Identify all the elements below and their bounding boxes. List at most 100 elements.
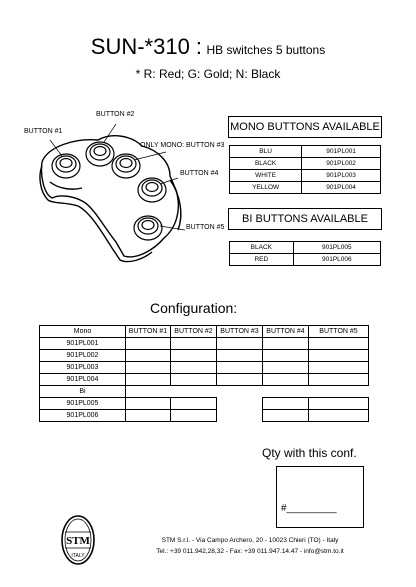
empty-cell <box>171 386 217 398</box>
config-cell[interactable] <box>125 361 171 374</box>
config-cell[interactable] <box>170 373 217 386</box>
mono-color: BLU <box>228 145 303 158</box>
bi-code: 901PL006 <box>292 253 382 266</box>
qty-box[interactable]: #_________ <box>276 466 364 528</box>
config-cell[interactable] <box>216 337 263 350</box>
config-cell[interactable] <box>308 397 369 410</box>
switch-diagram <box>39 123 186 263</box>
mono-available-title: MONO BUTTONS AVAILABLE <box>228 116 382 138</box>
qty-title: Qty with this conf. <box>262 446 357 460</box>
empty-cell <box>126 386 171 398</box>
table-row: 901PL003 <box>39 361 369 374</box>
table-row: 901PL006 <box>39 409 369 422</box>
table-row: 901PL005 <box>39 397 369 410</box>
config-cell[interactable] <box>216 349 263 362</box>
empty-cell <box>217 386 263 398</box>
config-cell[interactable] <box>216 373 263 386</box>
model-name: SUN-*310 : <box>90 34 203 59</box>
config-cell[interactable] <box>262 349 309 362</box>
body-side <box>169 179 182 231</box>
empty-cell <box>217 398 263 410</box>
column-header: BUTTON #1 <box>125 325 171 338</box>
mono-color: YELLOW <box>228 181 303 194</box>
callout-line-4 <box>159 177 179 185</box>
callout-line-1 <box>49 139 63 157</box>
mono-color: WHITE <box>228 169 303 182</box>
config-cell[interactable] <box>216 361 263 374</box>
config-cell[interactable] <box>308 337 369 350</box>
row-code: 901PL005 <box>39 397 126 410</box>
company-address: STM S.r.l. - Via Campo Archero, 20 - 100… <box>161 537 339 544</box>
config-cell[interactable] <box>125 349 171 362</box>
column-header: Mono <box>39 325 126 338</box>
config-cell[interactable] <box>308 361 369 374</box>
table-header-row: Mono BUTTON #1 BUTTON #2 BUTTON #3 BUTTO… <box>39 325 369 338</box>
callout-line-2 <box>103 123 117 143</box>
callout-line-3 <box>133 151 167 161</box>
table-row: 901PL004 <box>39 373 369 386</box>
config-cell[interactable] <box>308 373 369 386</box>
config-cell[interactable] <box>262 397 309 410</box>
mono-code: 901PL002 <box>301 157 381 170</box>
config-cell[interactable] <box>125 409 171 422</box>
callout-button-1: BUTTON #1 <box>24 128 63 135</box>
logo-text: STM <box>66 535 90 547</box>
page-title: SUN-*310 : HB switches 5 buttons <box>0 34 416 60</box>
mono-code: 901PL001 <box>301 145 381 158</box>
bi-color: RED <box>229 253 294 266</box>
color-note: * R: Red; G: Gold; N: Black <box>135 67 281 81</box>
qty-field: #_________ <box>281 503 337 514</box>
empty-cell <box>309 386 369 398</box>
bi-color: BLACK <box>229 241 294 254</box>
column-header: BUTTON #5 <box>308 325 369 338</box>
button-4-shape <box>137 177 167 203</box>
row-code: 901PL003 <box>39 361 126 374</box>
config-cell[interactable] <box>170 337 217 350</box>
model-description: HB switches 5 buttons <box>206 43 326 57</box>
mono-code: 901PL003 <box>301 169 381 182</box>
empty-cell <box>217 410 263 422</box>
config-cell[interactable] <box>308 349 369 362</box>
config-cell[interactable] <box>170 361 217 374</box>
row-code: 901PL001 <box>39 337 126 350</box>
config-cell[interactable] <box>262 337 309 350</box>
config-cell[interactable] <box>125 373 171 386</box>
button-1-shape <box>51 153 81 179</box>
table-row: Bi <box>39 385 369 398</box>
config-cell[interactable] <box>262 361 309 374</box>
config-cell[interactable] <box>262 373 309 386</box>
config-cell[interactable] <box>170 397 217 410</box>
body-lower-edge <box>39 165 153 263</box>
button-2-shape <box>85 141 115 167</box>
callout-button-4: BUTTON #4 <box>180 170 219 177</box>
body-outline <box>40 135 180 258</box>
table-row: 901PL001 <box>39 337 369 350</box>
config-cell[interactable] <box>170 349 217 362</box>
config-cell[interactable] <box>262 409 309 422</box>
config-cell[interactable] <box>125 397 171 410</box>
mono-color: BLACK <box>228 157 303 170</box>
callout-button-3: ONLY MONO: BUTTON #3 <box>140 142 225 149</box>
column-header: BUTTON #3 <box>216 325 263 338</box>
bi-available-title: BI BUTTONS AVAILABLE <box>228 208 382 230</box>
bi-code: 901PL005 <box>292 241 382 254</box>
table-row: 901PL002 <box>39 349 369 362</box>
config-cell[interactable] <box>170 409 217 422</box>
config-cell[interactable] <box>308 409 369 422</box>
button-5-shape <box>133 215 163 241</box>
button-3-shape <box>111 153 141 179</box>
row-code: 901PL002 <box>39 349 126 362</box>
row-code: 901PL004 <box>39 373 126 386</box>
company-contact: Tel.: +39 011.942,28,32 - Fax: +39 011.9… <box>156 548 344 555</box>
config-cell[interactable] <box>125 337 171 350</box>
empty-cell <box>263 386 309 398</box>
mono-code: 901PL004 <box>301 181 381 194</box>
